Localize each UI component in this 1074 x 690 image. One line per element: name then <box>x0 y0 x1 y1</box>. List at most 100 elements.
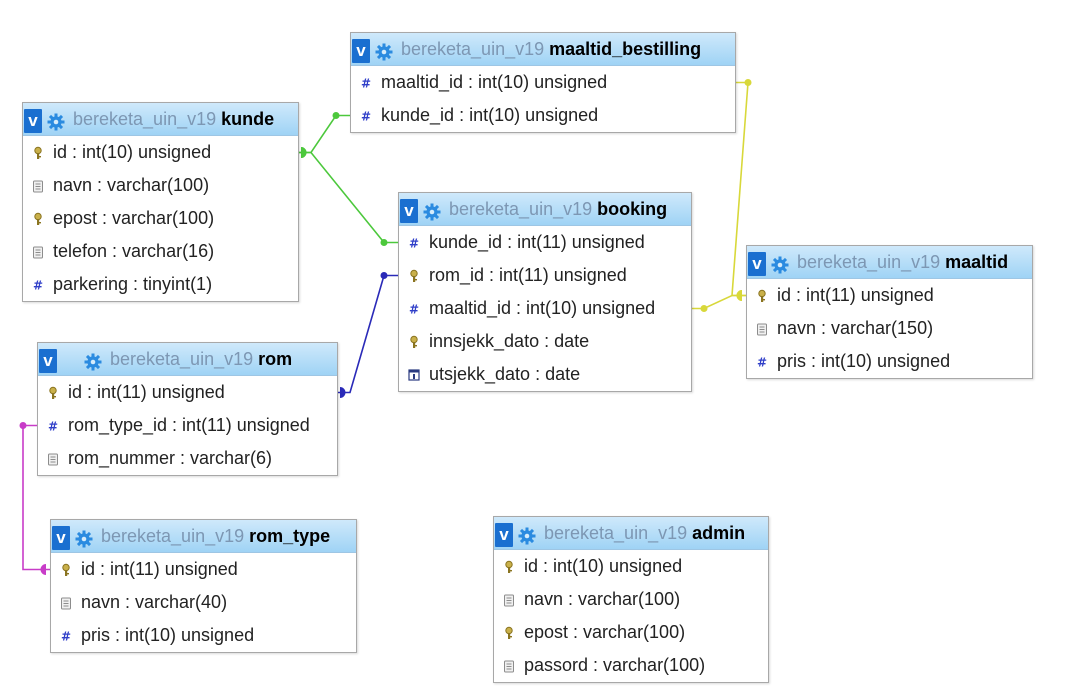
table-booking[interactable]: v bereketa_uin_v19 booking # kunde_id : int… <box>398 192 692 392</box>
relation-foreign-key-marker <box>19 422 27 429</box>
table-name: maaltid <box>945 252 1009 272</box>
svg-text:#: # <box>33 278 43 292</box>
numeric-field-icon: # <box>46 409 60 442</box>
column-row[interactable]: id : int(11) unsigned <box>747 279 1032 312</box>
column-row[interactable]: navn : varchar(100) <box>494 583 768 616</box>
column-label: navn : varchar(40) <box>81 592 228 612</box>
table-name: rom <box>258 349 293 369</box>
table-title: bereketa_uin_v19 rom <box>110 347 292 371</box>
relation-primary-key-marker <box>40 564 47 575</box>
column-label: id : int(11) unsigned <box>81 559 238 579</box>
column-row[interactable]: id : int(11) unsigned <box>38 376 337 409</box>
column-row[interactable]: rom_nummer : varchar(6) <box>38 442 337 475</box>
key-icon <box>502 616 516 649</box>
svg-text:#: # <box>61 629 71 643</box>
column-row[interactable]: rom_id : int(11) unsigned <box>399 259 691 292</box>
relation-foreign-key-marker <box>380 239 388 246</box>
svg-text:#: # <box>409 236 419 250</box>
column-row[interactable]: # rom_type_id : int(11) unsigned <box>38 409 337 442</box>
toggle-columns-button[interactable]: v <box>352 39 370 63</box>
gear-icon[interactable] <box>47 113 65 131</box>
table-header[interactable]: v bereketa_uin_v19 rom <box>38 343 337 376</box>
text-field-icon <box>31 169 45 202</box>
database-name: bereketa_uin_v19 <box>401 39 545 59</box>
column-row[interactable]: #kunde_id : int(10) unsigned <box>351 99 735 132</box>
numeric-field-icon: # <box>755 345 769 378</box>
numeric-field-icon: # <box>407 292 421 325</box>
date-field-icon <box>407 358 421 391</box>
relation-line <box>297 114 350 154</box>
gear-icon[interactable] <box>771 256 789 274</box>
toggle-columns-button[interactable]: v <box>39 349 57 373</box>
key-icon <box>31 136 45 169</box>
column-row[interactable]: passord : varchar(100) <box>494 649 768 682</box>
column-row[interactable]: utsjekk_dato : date <box>399 358 691 391</box>
text-field-icon <box>755 312 769 345</box>
table-name: kunde <box>221 109 275 129</box>
database-name: bereketa_uin_v19 <box>110 349 254 369</box>
column-row[interactable]: #maaltid_id : int(10) unsigned <box>351 66 735 99</box>
column-row[interactable]: epost : varchar(100) <box>494 616 768 649</box>
table-rom[interactable]: v bereketa_uin_v19 rom id : int(11) unsign… <box>37 342 338 476</box>
gear-icon[interactable] <box>423 203 441 221</box>
column-row[interactable]: id : int(11) unsigned <box>51 553 356 586</box>
table-name: maaltid_bestilling <box>549 39 702 59</box>
relation-line <box>336 274 398 394</box>
gear-icon[interactable] <box>84 353 102 371</box>
relation-primary-key-marker <box>736 290 743 301</box>
column-label: navn : varchar(100) <box>524 589 681 609</box>
relation-foreign-key-marker <box>700 305 708 312</box>
relation-primary-key-marker <box>339 387 346 398</box>
relation-primary-key-marker <box>300 147 307 158</box>
column-label: innsjekk_dato : date <box>429 331 590 351</box>
column-row[interactable]: navn : varchar(150) <box>747 312 1032 345</box>
column-row[interactable]: #pris : int(10) unsigned <box>51 619 356 652</box>
column-row[interactable]: #pris : int(10) unsigned <box>747 345 1032 378</box>
table-title: bereketa_uin_v19 booking <box>449 197 667 221</box>
table-header[interactable]: v bereketa_uin_v19 maaltid_bestilling <box>351 33 735 66</box>
column-row[interactable]: innsjekk_dato : date <box>399 325 691 358</box>
column-row[interactable]: navn : varchar(40) <box>51 586 356 619</box>
gear-icon[interactable] <box>518 527 536 545</box>
toggle-columns-button[interactable]: v <box>52 526 70 550</box>
database-name: bereketa_uin_v19 <box>101 526 245 546</box>
column-row[interactable]: id : int(10) unsigned <box>23 136 298 169</box>
toggle-columns-button[interactable]: v <box>748 252 766 276</box>
text-field-icon <box>502 583 516 616</box>
text-field-icon <box>59 586 73 619</box>
column-row[interactable]: #maaltid_id : int(10) unsigned <box>399 292 691 325</box>
toggle-columns-button[interactable]: v <box>24 109 42 133</box>
toggle-columns-button[interactable]: v <box>495 523 513 547</box>
column-label: telefon : varchar(16) <box>53 241 215 261</box>
database-name: bereketa_uin_v19 <box>544 523 688 543</box>
text-field-icon <box>46 442 60 475</box>
key-icon <box>502 550 516 583</box>
text-field-icon <box>31 235 45 268</box>
column-label: utsjekk_dato : date <box>429 364 581 384</box>
key-icon <box>31 202 45 235</box>
column-row[interactable]: telefon : varchar(16) <box>23 235 298 268</box>
column-label: rom_type_id : int(11) unsigned <box>68 415 310 435</box>
column-label: navn : varchar(100) <box>53 175 210 195</box>
column-row[interactable]: #parkering : tinyint(1) <box>23 268 298 301</box>
column-row[interactable]: # kunde_id : int(11) unsigned <box>399 226 691 259</box>
column-label: kunde_id : int(11) unsigned <box>429 232 645 252</box>
svg-text:#: # <box>409 302 419 316</box>
gear-icon[interactable] <box>75 530 93 548</box>
table-maaltid-bestilling[interactable]: v bereketa_uin_v19 maaltid_bestilling #maa… <box>350 32 736 133</box>
gear-icon[interactable] <box>375 43 393 61</box>
column-label: rom_nummer : varchar(6) <box>68 448 273 468</box>
column-row[interactable]: id : int(10) unsigned <box>494 550 768 583</box>
column-row[interactable]: navn : varchar(100) <box>23 169 298 202</box>
toggle-columns-button[interactable]: v <box>400 199 418 223</box>
table-header[interactable]: v bereketa_uin_v19 booking <box>399 193 691 226</box>
column-row[interactable]: epost : varchar(100) <box>23 202 298 235</box>
